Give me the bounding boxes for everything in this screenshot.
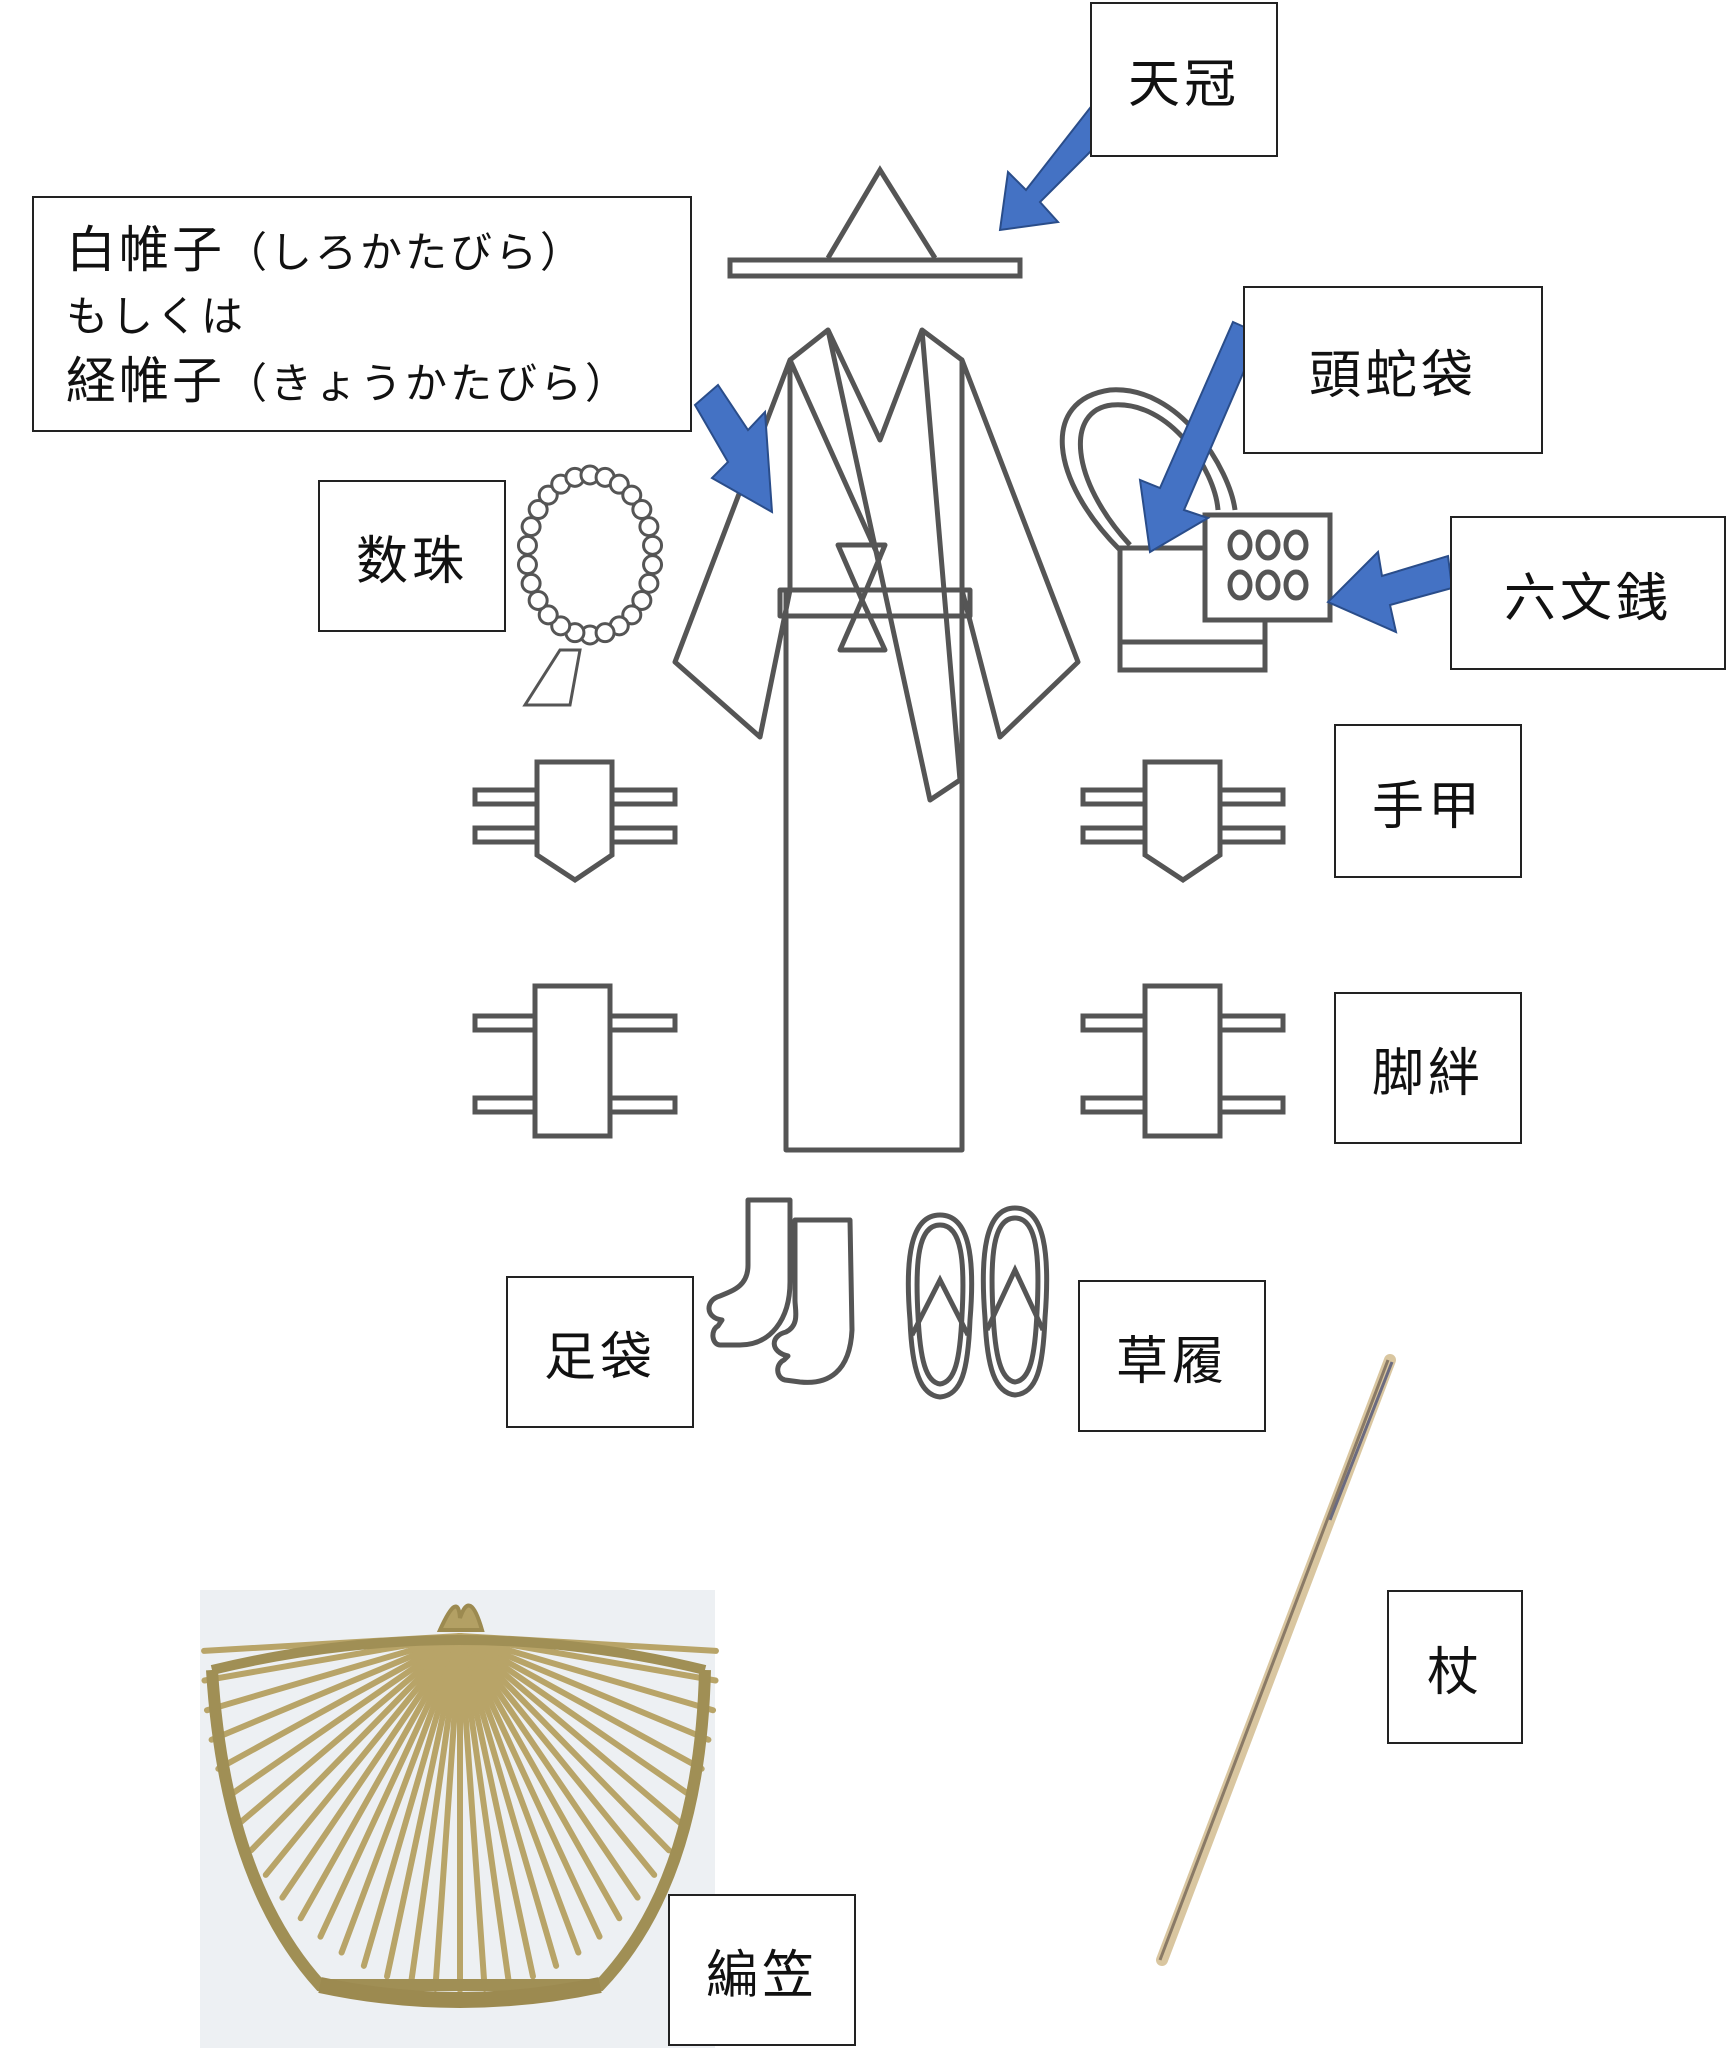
straw-strand [262, 1633, 463, 1878]
straw-strand [235, 1633, 463, 1828]
rokumonsen-illustration [1227, 529, 1309, 601]
straw-strand [457, 1633, 685, 1828]
straw-strand [457, 1633, 712, 1743]
straw-strand [215, 1633, 463, 1772]
straw-strand [407, 1633, 463, 1987]
straw-strand [457, 1633, 488, 1992]
label-zudabukuro: 頭蛇袋 [1243, 286, 1543, 454]
juzu-bead [594, 622, 616, 644]
coin [1227, 529, 1253, 561]
label-tsue: 杖 [1387, 1590, 1523, 1744]
straw-strand [247, 1633, 463, 1854]
straw-strand [457, 1633, 582, 1956]
kimono-illustration [672, 327, 1081, 1153]
katabira-line-2: もしくは [66, 292, 247, 341]
straw-strand [457, 1633, 560, 1969]
juzu-bead [516, 554, 538, 576]
straw-strand [384, 1633, 463, 1980]
straw-strand [457, 1633, 536, 1980]
juzu-bead [631, 589, 653, 611]
juzu-illustration [516, 464, 664, 707]
kyahan-left-illustration [472, 983, 678, 1139]
arrows [693, 106, 1454, 634]
straw-strand [203, 1633, 463, 1714]
arrow-katabira [693, 383, 774, 514]
katabira-line-3: 経帷子（きょうかたびら） [66, 352, 631, 410]
straw-strand [457, 1633, 673, 1854]
juzu-bead [527, 589, 549, 611]
label-tenkan: 天冠 [1090, 2, 1278, 157]
straw-strand [279, 1633, 463, 1901]
straw-strand [208, 1633, 463, 1743]
tekkou-right-illustration [1080, 759, 1286, 884]
tekkou-left-illustration [472, 759, 678, 884]
straw-strand [457, 1633, 658, 1878]
straw-strand [457, 1633, 513, 1987]
tenkan-illustration [727, 165, 1023, 279]
straw-strand [317, 1633, 463, 1940]
label-katabira: 白帷子（しろかたびら） もしくは 経帷子（きょうかたびら） [32, 196, 692, 432]
label-rokumonsen: 六文銭 [1450, 516, 1726, 670]
straw-strand [338, 1633, 463, 1956]
straw-strand [457, 1633, 623, 1922]
juzu-bead [527, 499, 549, 521]
juzu-bead [537, 604, 559, 626]
label-amigasa: 編笠 [668, 1894, 856, 2046]
label-tabi: 足袋 [506, 1276, 694, 1428]
zudabukuro-illustration [1059, 387, 1333, 673]
straw-strand [457, 1633, 717, 1714]
juzu-bead [520, 572, 542, 594]
juzu-bead [520, 516, 542, 538]
straw-strand [457, 1633, 641, 1901]
arrow-rokumonsen [1326, 549, 1454, 634]
juzu-bead [638, 572, 660, 594]
juzu-tassel [522, 648, 582, 707]
kyahan-right-illustration [1080, 983, 1286, 1139]
juzu-bead [642, 554, 664, 576]
katabira-line-1: 白帷子（しろかたびら） [66, 221, 586, 279]
amigasa-photo [200, 1590, 719, 2048]
juzu-bead [631, 499, 653, 521]
label-zouri: 草履 [1078, 1280, 1266, 1432]
straw-strand [457, 1633, 705, 1772]
straw-strand [297, 1633, 463, 1922]
juzu-bead [642, 534, 664, 556]
coin [1255, 529, 1281, 561]
tabi-illustration [706, 1197, 855, 1385]
straw-strand [432, 1633, 463, 1992]
coin [1255, 569, 1281, 601]
coin [1283, 529, 1309, 561]
straw-strand [457, 1633, 603, 1940]
juzu-bead [638, 516, 660, 538]
straw-strand [224, 1633, 463, 1801]
zouri-illustration [905, 1205, 1050, 1400]
straw-strand [457, 1633, 696, 1801]
tsue-illustration [1156, 1354, 1396, 1966]
straw-strand [360, 1633, 463, 1969]
juzu-bead [516, 534, 538, 556]
label-kyahan: 脚絆 [1334, 992, 1522, 1144]
juzu-bead [621, 484, 643, 506]
coin [1283, 569, 1309, 601]
coin [1227, 569, 1253, 601]
label-tekkou: 手甲 [1334, 724, 1522, 878]
label-juzu: 数珠 [318, 480, 506, 632]
